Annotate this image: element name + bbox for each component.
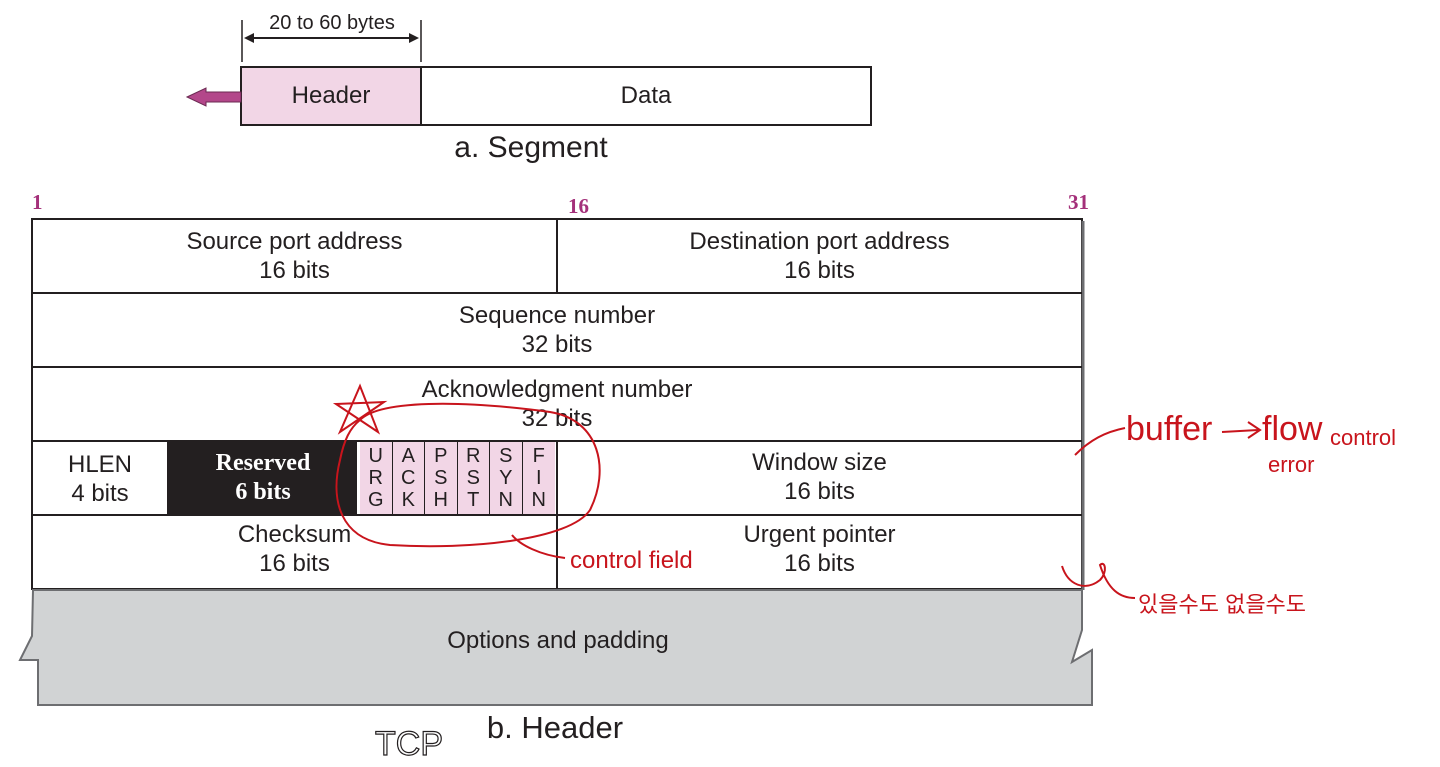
checksum-name: Checksum	[237, 521, 352, 548]
tcp-note: TCP	[375, 725, 443, 763]
control-flag-circle	[335, 402, 601, 548]
bit-number-31: 31	[1068, 190, 1089, 214]
reserved-field: Reserved 6 bits	[169, 442, 357, 514]
korean-note: 있을수도 없을수도	[1138, 592, 1306, 617]
hlen-name: HLEN	[67, 451, 133, 478]
left-arrow-icon	[185, 87, 242, 107]
source-port-field: Source port address 16 bits	[32, 225, 557, 287]
urgent-pointer-field: Urgent pointer 16 bits	[557, 518, 1082, 580]
bit-number-16: 16	[568, 194, 589, 218]
sequence-number-name: Sequence number	[458, 302, 656, 329]
options-padding-field: Options and padding	[447, 626, 669, 654]
segment-header-label: Header	[291, 82, 371, 109]
ack-number-field: Acknowledgment number 32 bits	[32, 373, 1082, 435]
checksum-field: Checksum 16 bits	[32, 518, 557, 580]
segment-data-label: Data	[620, 82, 672, 109]
source-port-name: Source port address	[186, 228, 403, 255]
options-block-shape	[18, 589, 1093, 706]
hlen-field: HLEN 4 bits	[32, 446, 168, 512]
window-size-name: Window size	[752, 449, 887, 476]
destination-port-size: 16 bits	[784, 257, 855, 284]
segment-size-label: 20 to 60 bytes	[269, 11, 395, 34]
ack-number-name: Acknowledgment number	[421, 376, 693, 403]
destination-port-field: Destination port address 16 bits	[557, 225, 1082, 287]
control-field-note: control field	[570, 547, 693, 574]
destination-port-name: Destination port address	[689, 228, 950, 255]
header-caption: b. Header	[486, 710, 624, 745]
star-doodle	[332, 383, 388, 435]
urgent-pointer-name: Urgent pointer	[743, 521, 896, 548]
reserved-name: Reserved	[215, 450, 311, 476]
sequence-number-size: 32 bits	[521, 331, 593, 358]
arrow-doodle	[1221, 421, 1262, 439]
control-note: control	[1330, 425, 1396, 450]
hlen-size: 4 bits	[71, 480, 129, 507]
flow-note: flow	[1262, 410, 1323, 448]
source-port-size: 16 bits	[259, 257, 330, 284]
bit-number-1: 1	[32, 190, 43, 214]
buffer-note: buffer	[1126, 410, 1212, 448]
checksum-size: 16 bits	[259, 550, 330, 577]
error-note: error	[1268, 452, 1314, 477]
sequence-number-field: Sequence number 32 bits	[32, 299, 1082, 361]
urgent-pointer-size: 16 bits	[784, 550, 855, 577]
window-size-field: Window size 16 bits	[557, 446, 1082, 508]
reserved-size: 6 bits	[235, 479, 291, 505]
segment-caption: a. Segment	[454, 131, 608, 164]
window-size-size: 16 bits	[784, 478, 855, 505]
